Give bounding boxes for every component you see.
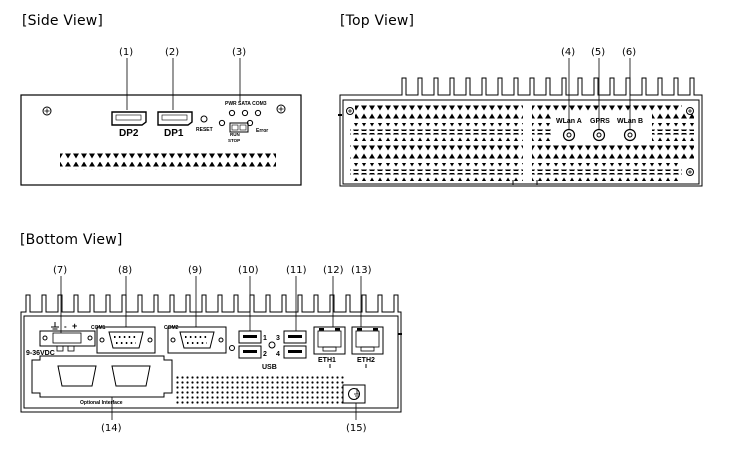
screw-icon: [346, 107, 354, 115]
eth2-label: ETH2: [357, 357, 375, 364]
callout-label: (7): [53, 265, 67, 276]
vent-row: [532, 173, 682, 181]
callout-label: (8): [118, 265, 132, 276]
usb-4-label: 4: [276, 351, 280, 358]
vent-row: [532, 143, 694, 151]
side-view: DP2 DP1 RESET PWR SATA COM3 RUN STOP Err…: [20, 58, 302, 186]
antenna-connector-icon: [623, 128, 637, 142]
vent-row: [652, 133, 694, 141]
bottom-view-title: [Bottom View]: [20, 232, 123, 248]
antenna-connector-icon: [562, 128, 576, 142]
top-view-title: [Top View]: [340, 13, 415, 29]
usb-label: USB: [262, 364, 277, 371]
usb-2-label: 2: [263, 351, 267, 358]
eth2-port: [351, 326, 384, 355]
com1-label: COM1: [91, 325, 106, 331]
usb-ports: [238, 330, 307, 359]
vent-row: [350, 133, 523, 141]
heatsink-fins: [339, 77, 703, 187]
vent-row: [350, 173, 523, 181]
vent-row: [350, 163, 523, 171]
antenna-connector-icon: [592, 128, 606, 142]
vent-row: [60, 162, 276, 170]
vent-row: [355, 103, 523, 111]
screw-icon: [42, 106, 52, 116]
vent-row: [355, 113, 523, 121]
com2-port: [167, 326, 227, 354]
ground-icon: [51, 322, 59, 332]
dp2-label: DP2: [119, 128, 139, 139]
dp1-port: [157, 111, 193, 126]
com-led: [229, 345, 235, 351]
vent-grid: [176, 374, 346, 404]
reset-label: RESET: [196, 127, 213, 133]
screw-icon: [276, 104, 286, 114]
callout-label: (3): [232, 47, 246, 58]
sata-led: [241, 109, 249, 117]
power-terminal: [39, 330, 96, 352]
vent-row: [350, 153, 523, 161]
led-header-label: PWR SATA COM3: [225, 101, 267, 107]
eth1-label: ETH1: [318, 357, 336, 364]
run-label: RUN: [230, 132, 240, 137]
top-view: WLan A GPRS WLan B: [338, 58, 703, 187]
callout-label: (15): [346, 423, 367, 434]
callout-label: (12): [323, 265, 344, 276]
com1-port: [96, 326, 156, 354]
dp1-label: DP1: [164, 128, 184, 139]
vent-row: [532, 103, 682, 111]
pwr-led: [228, 109, 236, 117]
callout-label: (11): [286, 265, 307, 276]
vent-row: [532, 153, 694, 161]
stop-label: STOP: [228, 138, 240, 143]
vent-row: [350, 123, 523, 131]
callout-label: (13): [351, 265, 372, 276]
run-stop-switch: [229, 122, 249, 133]
vent-row: [652, 113, 694, 121]
side-view-title: [Side View]: [22, 13, 104, 29]
error-label: Error: [256, 128, 268, 134]
callout-label: (14): [101, 423, 122, 434]
usb-3-label: 3: [276, 335, 280, 342]
screw-icon: [686, 168, 694, 176]
power-plus-label: +: [72, 321, 77, 331]
reset-button: [200, 115, 208, 123]
optional-interface-label: Optional Interface: [80, 400, 123, 406]
callout-label: (4): [561, 47, 575, 58]
callout-label: (1): [119, 47, 133, 58]
vent-row: [532, 163, 682, 171]
power-minus-label: -: [64, 322, 67, 331]
optional-interface-panel: [31, 355, 173, 398]
usb-symbol-icon: [268, 341, 276, 349]
eth1-port: [313, 326, 346, 355]
com3-led: [254, 109, 262, 117]
com2-label: COM2: [164, 325, 179, 331]
power-input-label: 9-36VDC: [26, 350, 55, 357]
vent-row: [60, 152, 276, 160]
callout-label: (2): [165, 47, 179, 58]
callout-label: (9): [188, 265, 202, 276]
ground-screw-icon: [342, 384, 366, 404]
gprs-label: GPRS: [590, 118, 610, 125]
heatsink-fins: [20, 294, 402, 413]
usb-1-label: 1: [263, 335, 267, 342]
vent-row: [350, 143, 523, 151]
vent-row: [532, 133, 552, 141]
callout-label: (6): [622, 47, 636, 58]
callout-label: (5): [591, 47, 605, 58]
status-led: [218, 119, 226, 127]
vent-row: [652, 123, 694, 131]
vent-row: [532, 113, 552, 121]
vent-row: [532, 123, 552, 131]
dp2-port: [111, 111, 147, 126]
bottom-view: - + 9-36VDC COM1 COM2: [20, 276, 402, 420]
callout-label: (10): [238, 265, 259, 276]
